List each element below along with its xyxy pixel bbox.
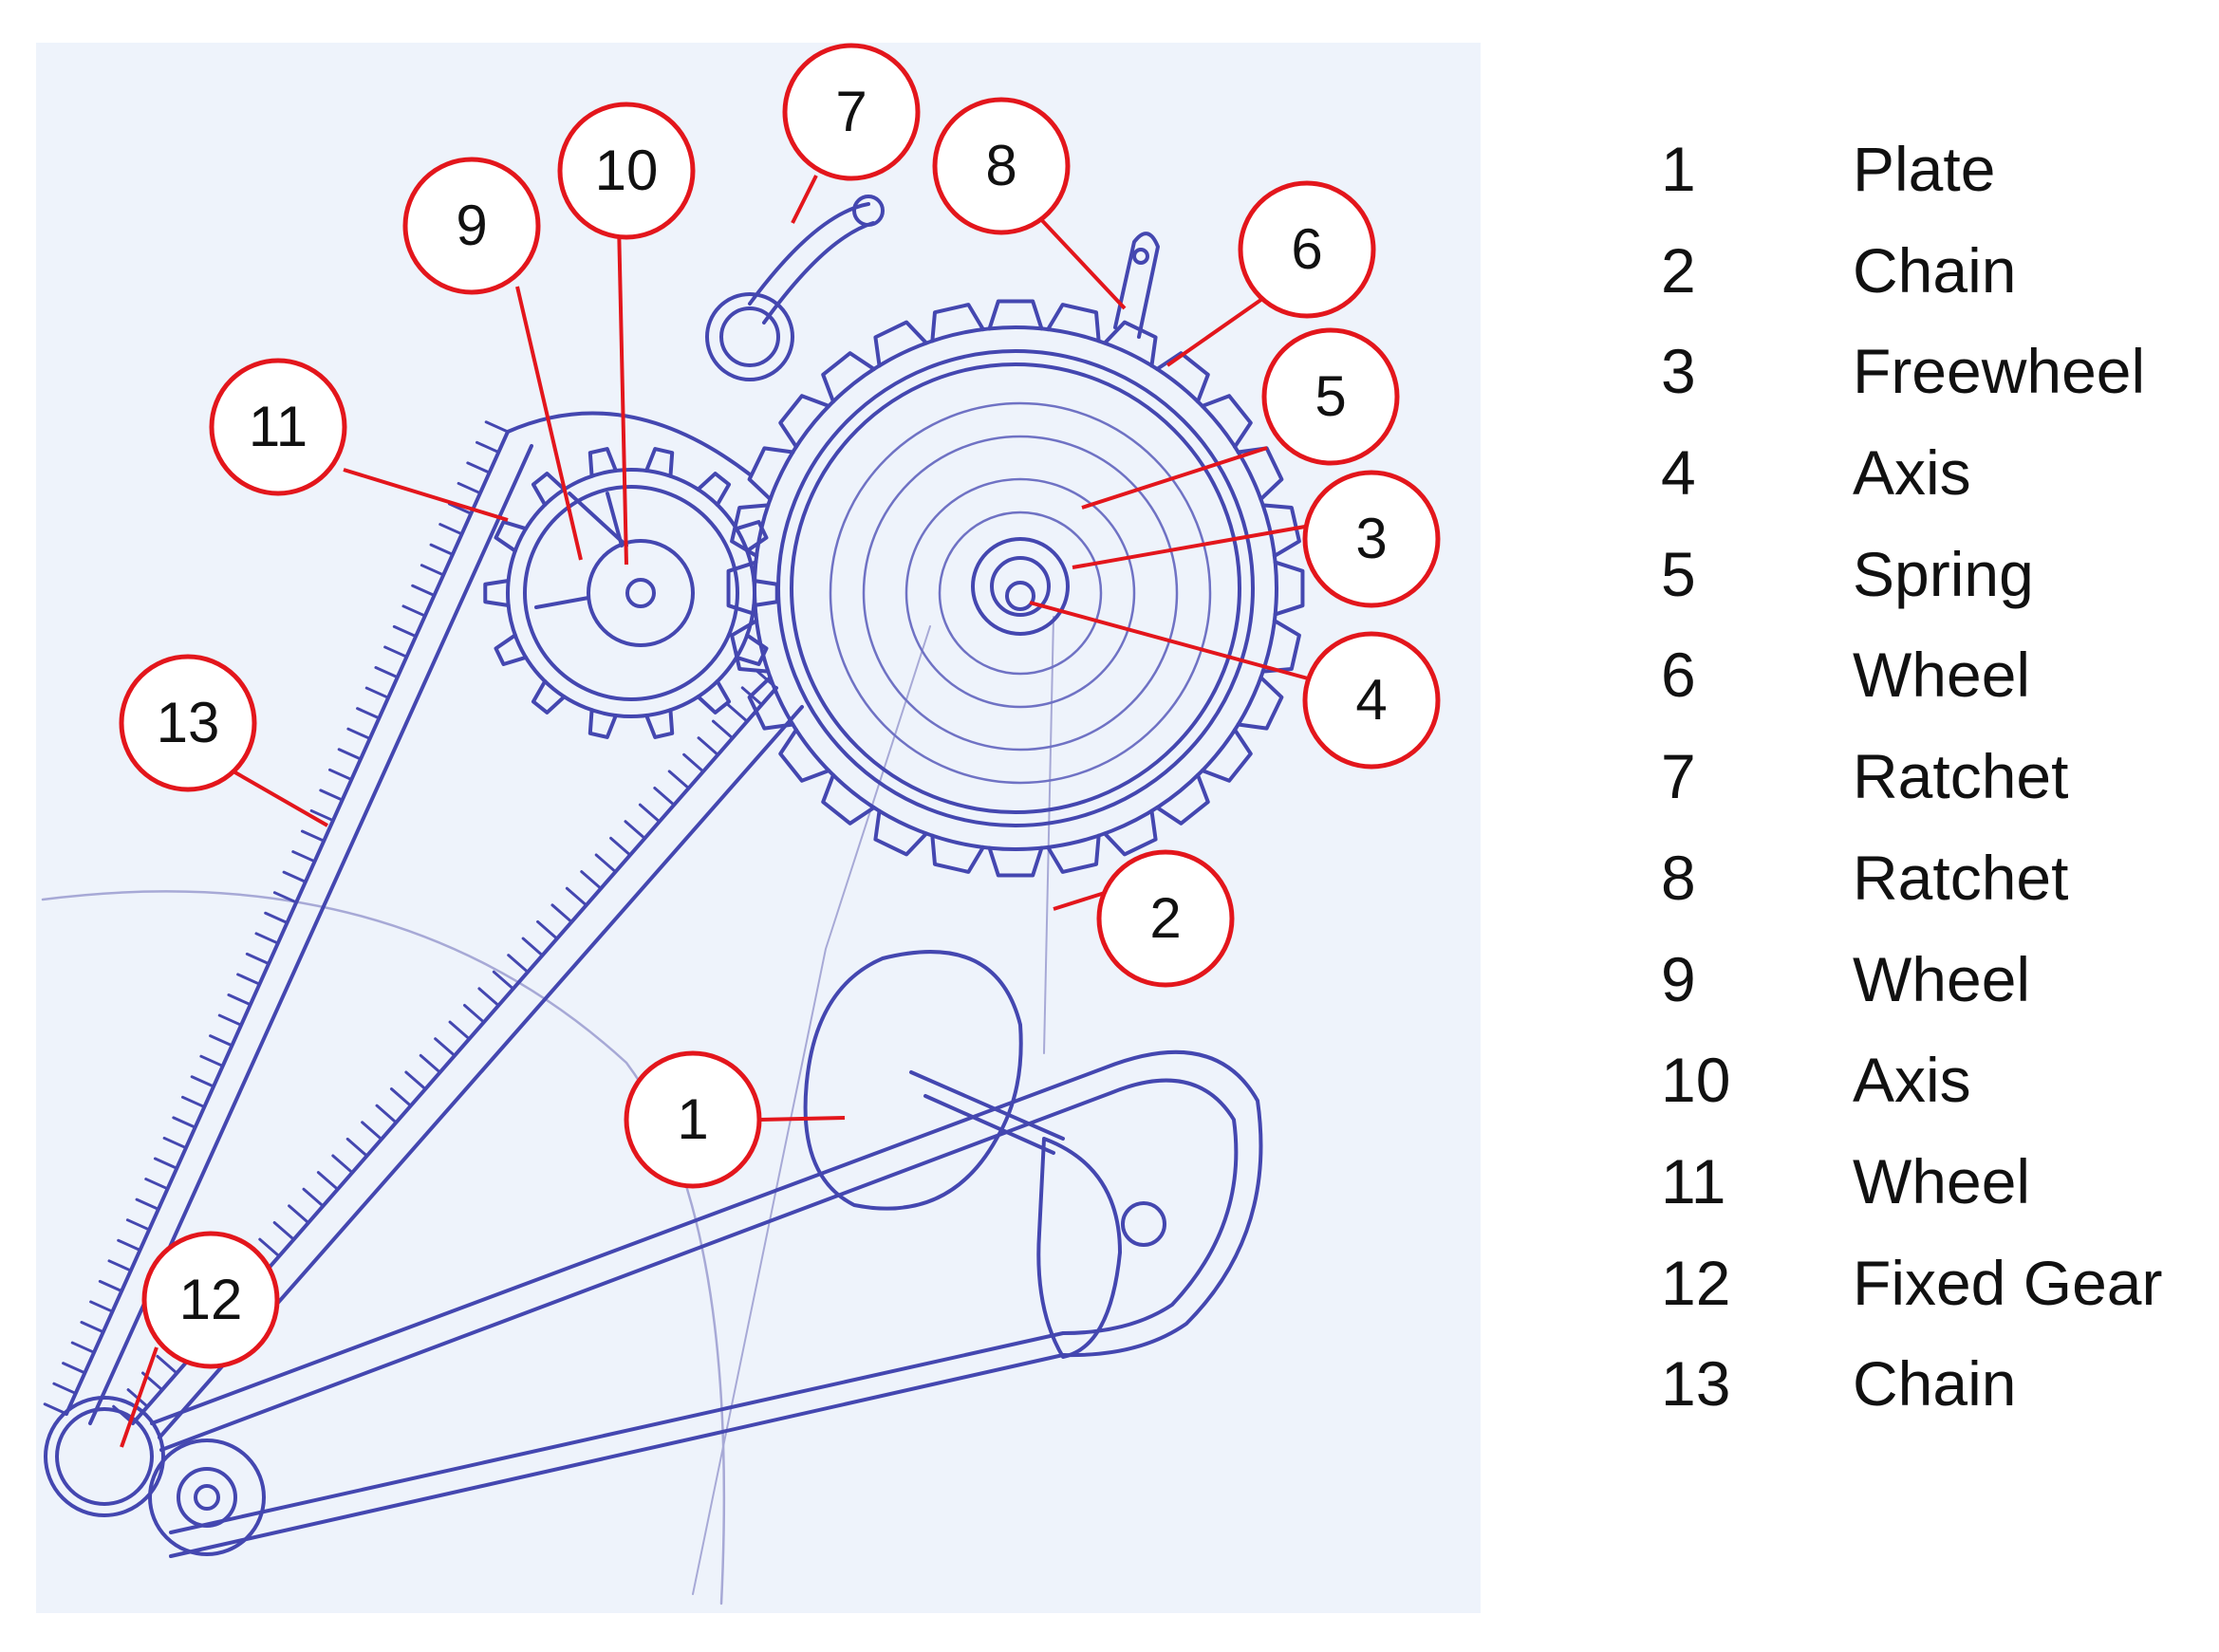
callout-7: 7 (782, 43, 921, 181)
legend-number: 10 (1661, 1045, 1731, 1116)
lower-chain (150, 1049, 1263, 1558)
callout-number: 5 (1315, 364, 1346, 428)
legend-number: 2 (1661, 234, 1696, 306)
callout-number: 3 (1355, 507, 1387, 570)
legend-label: Axis (1853, 437, 1971, 509)
legend-number: 8 (1661, 842, 1696, 913)
callout-number: 6 (1291, 217, 1322, 281)
legend-number: 9 (1661, 943, 1696, 1014)
legend-row: 9 Wheel (1661, 941, 2202, 1043)
callout-number: 7 (835, 80, 867, 143)
legend-number: 3 (1661, 336, 1696, 407)
legend-label: Spring (1853, 538, 2034, 609)
callout-number: 10 (595, 139, 659, 202)
legend-row: 10 Axis (1661, 1042, 2202, 1143)
wheel-9 (534, 492, 695, 647)
ratchet-7 (705, 195, 885, 381)
callout-8: 8 (932, 97, 1071, 235)
legend-row: 1 Plate (1661, 131, 2202, 232)
legend-label: Wheel (1853, 943, 2031, 1014)
legend-row: 7 Ratchet (1661, 738, 2202, 840)
callout-3: 3 (1302, 470, 1441, 608)
callout-2: 2 (1096, 849, 1235, 988)
wheel-11-teeth (483, 447, 779, 739)
legend-row: 8 Ratchet (1661, 840, 2202, 941)
legend-number: 5 (1661, 538, 1696, 609)
legend-label: Ratchet (1853, 842, 2069, 913)
legend-label: Ratchet (1853, 741, 2069, 812)
ratchet-8 (1113, 232, 1160, 339)
legend-label: Wheel (1853, 640, 2031, 711)
construction-arc (41, 890, 726, 1606)
callout-number: 9 (456, 194, 487, 257)
callout-12: 12 (141, 1231, 280, 1369)
legend-row: 2 Chain (1661, 232, 2202, 334)
legend-label: Plate (1853, 134, 1996, 204)
callout-1: 1 (624, 1050, 762, 1189)
wheel-11 (506, 468, 756, 718)
callout-11: 11 (209, 358, 347, 496)
callout-5: 5 (1261, 327, 1400, 466)
legend-label: Chain (1853, 234, 2017, 306)
callout-number: 11 (249, 395, 308, 458)
legend-number: 13 (1661, 1348, 1731, 1420)
callout-9: 9 (402, 157, 541, 295)
construction-line (1043, 616, 1054, 1054)
callout-6: 6 (1238, 180, 1376, 319)
callout-number: 8 (985, 134, 1016, 197)
legend-row: 12 Fixed Gear (1661, 1245, 2202, 1346)
paper-background (36, 43, 1481, 1613)
spring-5 (829, 401, 1212, 785)
legend-number: 4 (1661, 437, 1696, 509)
legend-row: 4 Axis (1661, 435, 2202, 536)
callout-13: 13 (119, 654, 257, 792)
fixed-gear-12 (44, 1396, 266, 1556)
freewheel-3 (971, 537, 1070, 636)
callout-4: 4 (1302, 631, 1441, 770)
callout-number: 13 (157, 691, 220, 754)
legend-label: Freewheel (1853, 336, 2146, 407)
legend-row: 5 Spring (1661, 536, 2202, 638)
legend-number: 6 (1661, 640, 1696, 711)
callout-number: 1 (677, 1087, 708, 1151)
callout-number: 4 (1355, 668, 1387, 732)
legend-row: 3 Freewheel (1661, 333, 2202, 435)
legend-row: 6 Wheel (1661, 637, 2202, 738)
legend-row: 13 Chain (1661, 1346, 2202, 1447)
legend-number: 11 (1661, 1145, 1726, 1216)
legend-row: 11 Wheel (1661, 1143, 2202, 1245)
callout-10: 10 (557, 102, 696, 240)
legend-number: 12 (1661, 1247, 1731, 1318)
legend-label: Wheel (1853, 1145, 2031, 1216)
legend-number: 7 (1661, 741, 1696, 812)
callout-number: 2 (1149, 886, 1181, 950)
plate-1 (803, 950, 1166, 1359)
callout-number: 12 (179, 1268, 243, 1331)
callout-leaders (120, 175, 1309, 1448)
legend-label: Axis (1853, 1045, 1971, 1116)
legend-label: Fixed Gear (1853, 1247, 2163, 1318)
legend-label: Chain (1853, 1348, 2017, 1420)
construction-line (692, 625, 931, 1595)
legend-number: 1 (1661, 134, 1696, 204)
